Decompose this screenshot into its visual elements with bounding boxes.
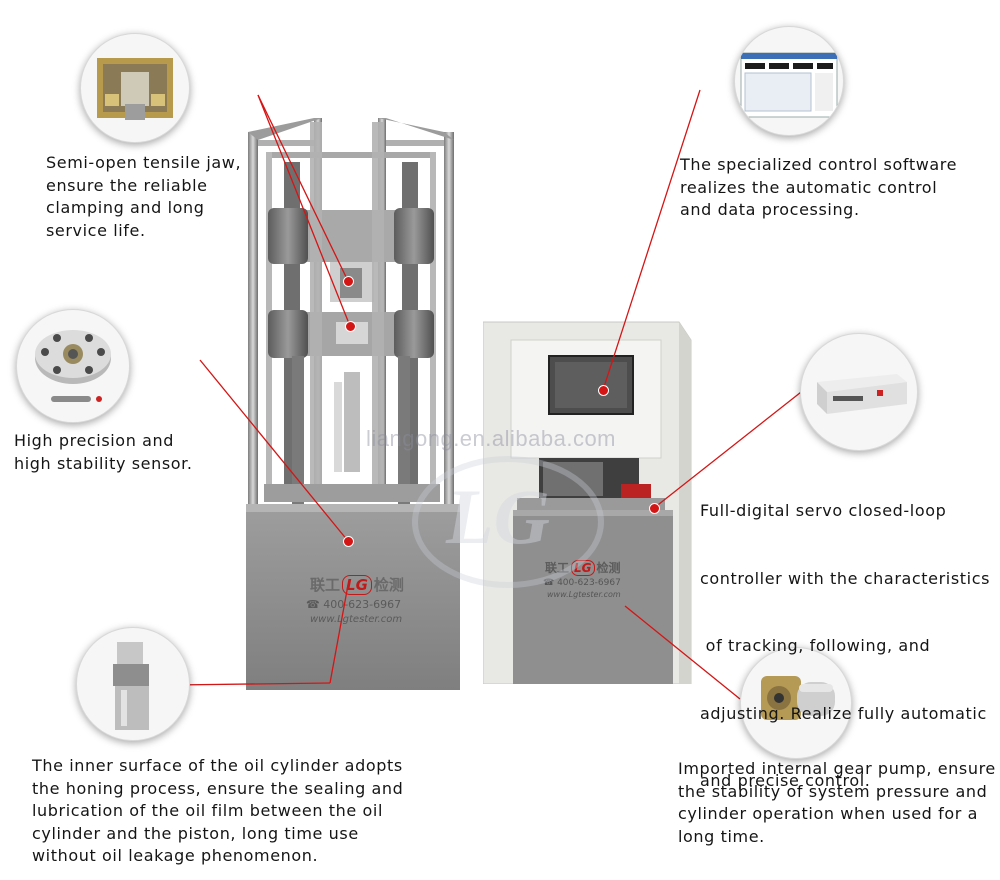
callout-software: The specialized control software realize… — [680, 154, 957, 222]
watermark-logo: LG — [412, 456, 604, 588]
callout-pump-line-4: long time. — [678, 826, 765, 846]
marker-dot-software — [598, 385, 609, 396]
callout-pump-line-3: cylinder operation when used for a — [678, 804, 979, 823]
callout-software-line-2: realizes the automatic control — [680, 177, 938, 197]
control-software-screenshot-icon — [740, 52, 838, 118]
machine-phone: ☎ 400-623-6967 — [306, 598, 402, 611]
console-phone: ☎ 400-623-6967 — [543, 578, 621, 588]
callout-jaw-line-4: service life. — [46, 220, 146, 240]
callout-pump-line-1: Imported internal gear pump, ensure — [678, 759, 996, 778]
callout-cylinder: The inner surface of the oil cylinder ad… — [32, 755, 403, 868]
callout-jaw-line-2: ensure the reliable — [46, 175, 208, 195]
callout-controller: Full-digital servo closed-loop controlle… — [700, 455, 990, 815]
callout-software-line-1: The specialized control software — [680, 155, 958, 174]
callout-jaw: Semi-open tensile jaw, ensure the reliab… — [46, 152, 241, 242]
callout-controller-line-1: Full-digital servo closed-loop — [700, 501, 947, 520]
callout-sensor: High precision and high stability sensor… — [14, 430, 193, 475]
gear-pump-icon — [761, 676, 835, 720]
console-website: www.Lgtester.com — [547, 590, 621, 599]
callout-pump-line-2: the stability of system pressure and — [678, 781, 988, 801]
callout-controller-line-5: and precise control. — [700, 771, 871, 790]
software-detail-circle — [734, 26, 844, 136]
phone-icon: ☎ — [543, 578, 558, 588]
callout-sensor-line-2: high stability sensor. — [14, 453, 193, 473]
callout-cylinder-line-3: lubrication of the oil film between the … — [32, 801, 384, 820]
controller-detail-circle — [800, 333, 918, 451]
callout-software-line-3: and data processing. — [680, 200, 860, 219]
machine-brand-cn: 联工 — [310, 576, 341, 594]
callout-controller-line-3: of tracking, following, and — [700, 636, 931, 655]
callout-cylinder-line-1: The inner surface of the oil cylinder ad… — [32, 756, 403, 775]
marker-dot-controller — [649, 503, 660, 514]
tensile-jaw-icon — [97, 58, 173, 120]
load-sensor-icon — [35, 330, 111, 402]
callout-sensor-line-1: High precision and — [14, 431, 175, 450]
marker-dot-jaw-upper — [343, 276, 354, 287]
callout-cylinder-line-4: cylinder and the piston, long time use — [32, 823, 359, 843]
marker-dot-sensor — [343, 536, 354, 547]
sensor-detail-circle — [16, 309, 130, 423]
control-console-illustration — [482, 321, 692, 685]
marker-dot-jaw-lower — [345, 321, 356, 332]
callout-controller-line-4: adjusting. Realize fully automatic — [700, 703, 987, 723]
machine-brand-logo: LG — [342, 575, 372, 595]
servo-controller-icon — [817, 374, 907, 414]
machine-brand-cn-suffix: 检测 — [373, 576, 404, 594]
phone-icon: ☎ — [306, 598, 324, 611]
jaw-detail-circle — [80, 33, 190, 143]
callout-pump: Imported internal gear pump, ensure the … — [678, 758, 996, 848]
callout-cylinder-line-2: the honing process, ensure the sealing a… — [32, 778, 404, 798]
oil-cylinder-icon — [113, 642, 149, 730]
pump-detail-circle — [740, 647, 852, 759]
callout-jaw-line-1: Semi-open tensile jaw, — [46, 153, 242, 172]
callout-cylinder-line-5: without oil leakage phenomenon. — [32, 846, 319, 865]
cylinder-detail-circle — [76, 627, 190, 741]
callout-jaw-line-3: clamping and long — [46, 198, 205, 217]
watermark-site: liangong.en.alibaba.com — [366, 426, 617, 451]
callout-controller-line-2: controller with the characteristics — [700, 568, 991, 588]
machine-website: www.Lgtester.com — [310, 614, 403, 625]
